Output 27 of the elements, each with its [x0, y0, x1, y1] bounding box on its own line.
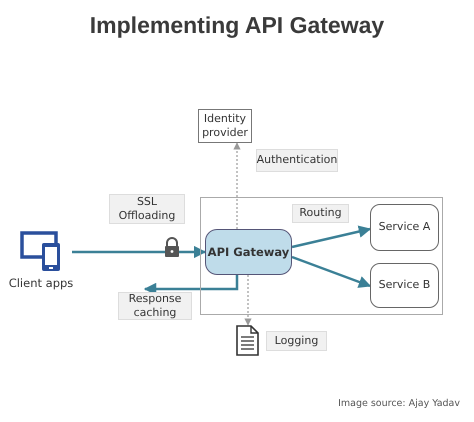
node-text: Response caching	[128, 292, 182, 320]
annotation-box	[292, 204, 349, 223]
node-text: SSL Offloading	[118, 194, 176, 224]
title: Implementing API Gateway	[88, 12, 386, 39]
annotation-box	[256, 149, 338, 172]
node-text: Service A	[378, 220, 430, 235]
gateway-box	[205, 229, 292, 275]
annotation-box	[109, 194, 185, 224]
node-label: Client apps	[8, 276, 74, 291]
service-box	[370, 263, 439, 308]
node-text: Identity provider	[201, 112, 249, 140]
annotation-box	[266, 331, 327, 351]
arrow	[244, 275, 252, 326]
node-text: Routing	[299, 206, 342, 221]
node-text: API Gateway	[208, 244, 290, 260]
document-icon	[236, 325, 259, 356]
arrow	[292, 225, 372, 248]
node-text: Logging	[274, 334, 318, 348]
caption: Image source: Ajay Yadav	[338, 398, 460, 409]
node-text: Authentication	[256, 153, 338, 168]
annotation-box	[118, 292, 192, 320]
node-text: Service B	[378, 278, 430, 293]
arrow	[72, 246, 206, 258]
container-box	[200, 197, 443, 315]
arrow	[292, 256, 372, 288]
arrow	[233, 142, 241, 229]
service-box	[370, 204, 439, 251]
